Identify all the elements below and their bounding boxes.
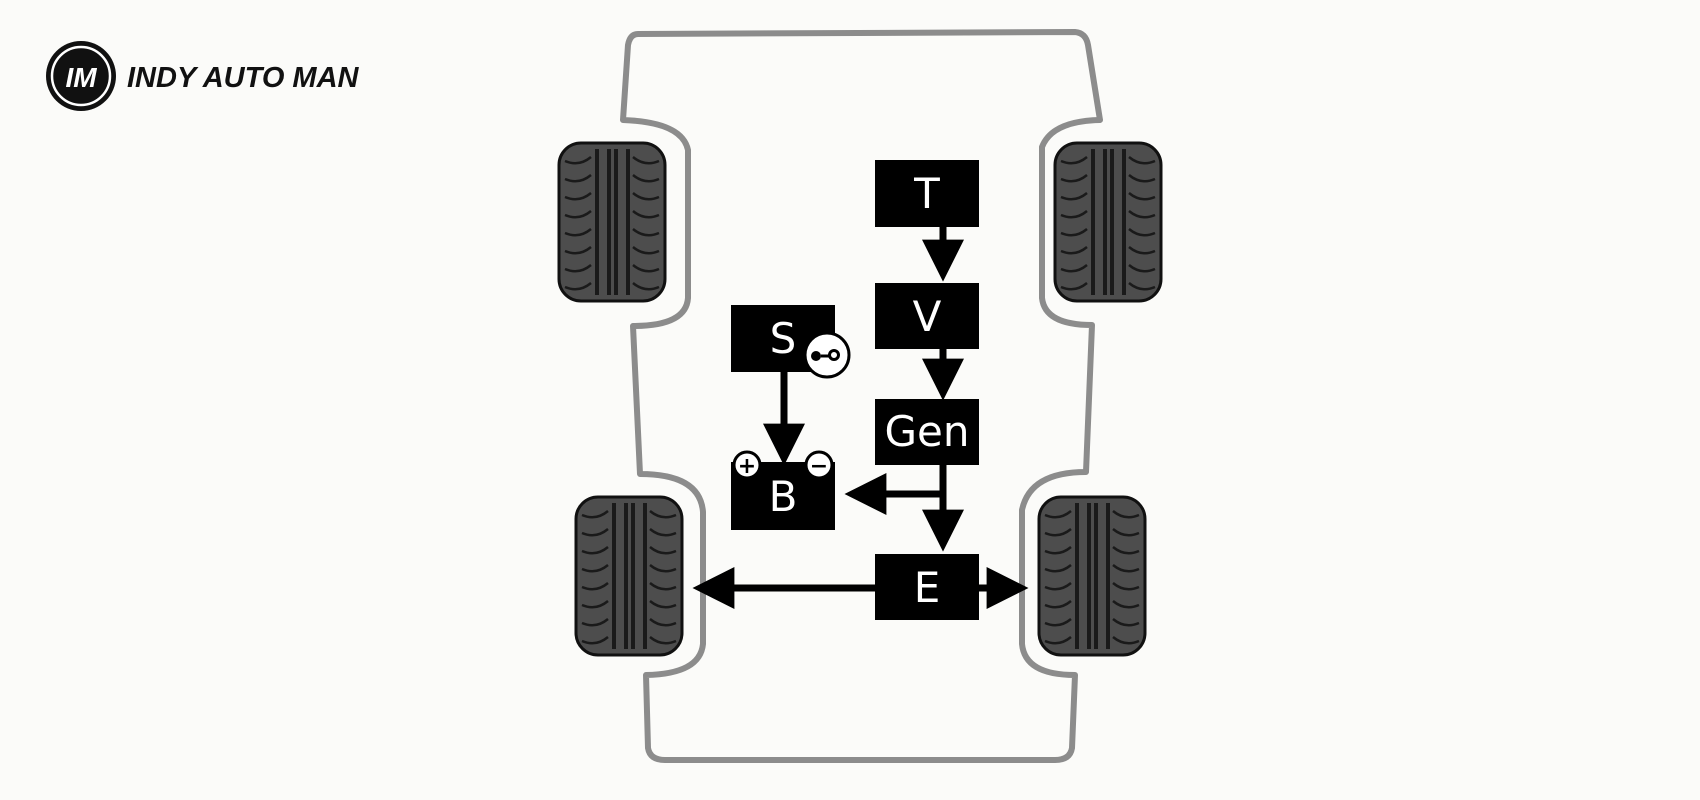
component-t-label: T bbox=[913, 169, 940, 218]
component-e-label: E bbox=[914, 563, 941, 612]
component-gen: Gen bbox=[875, 399, 979, 465]
brand-logo: IM INDY AUTO MAN bbox=[46, 41, 360, 111]
plus-icon: + bbox=[732, 450, 762, 480]
component-s-label: S bbox=[770, 314, 797, 363]
component-e-box bbox=[875, 554, 979, 620]
component-gen-label: Gen bbox=[884, 407, 969, 456]
switch-toggle-icon bbox=[803, 331, 851, 379]
component-v-box bbox=[875, 283, 979, 349]
component-e: E bbox=[875, 554, 979, 620]
component-s: S bbox=[731, 305, 851, 379]
monogram-ring bbox=[50, 45, 112, 107]
monogram-text: IM bbox=[65, 62, 97, 93]
component-t: T bbox=[875, 160, 979, 227]
component-b: B + − bbox=[731, 450, 835, 530]
tire-rear-left bbox=[574, 495, 684, 657]
battery-positive-label: + bbox=[738, 454, 756, 479]
component-b-label: B bbox=[769, 472, 798, 521]
battery-negative-label: − bbox=[810, 454, 828, 479]
tire-front-right bbox=[1053, 141, 1163, 303]
brand-name: INDY AUTO MAN bbox=[127, 62, 360, 94]
component-t-box bbox=[875, 160, 979, 227]
minus-icon: − bbox=[804, 450, 834, 480]
component-gen-box bbox=[875, 399, 979, 465]
tire-front-left bbox=[557, 141, 667, 303]
connection-arrows bbox=[692, 227, 1029, 609]
chassis-outline bbox=[620, 29, 1103, 763]
component-v: V bbox=[875, 283, 979, 349]
tire-rear-right bbox=[1037, 495, 1147, 657]
component-v-label: V bbox=[913, 292, 942, 341]
monogram-badge bbox=[46, 41, 116, 111]
